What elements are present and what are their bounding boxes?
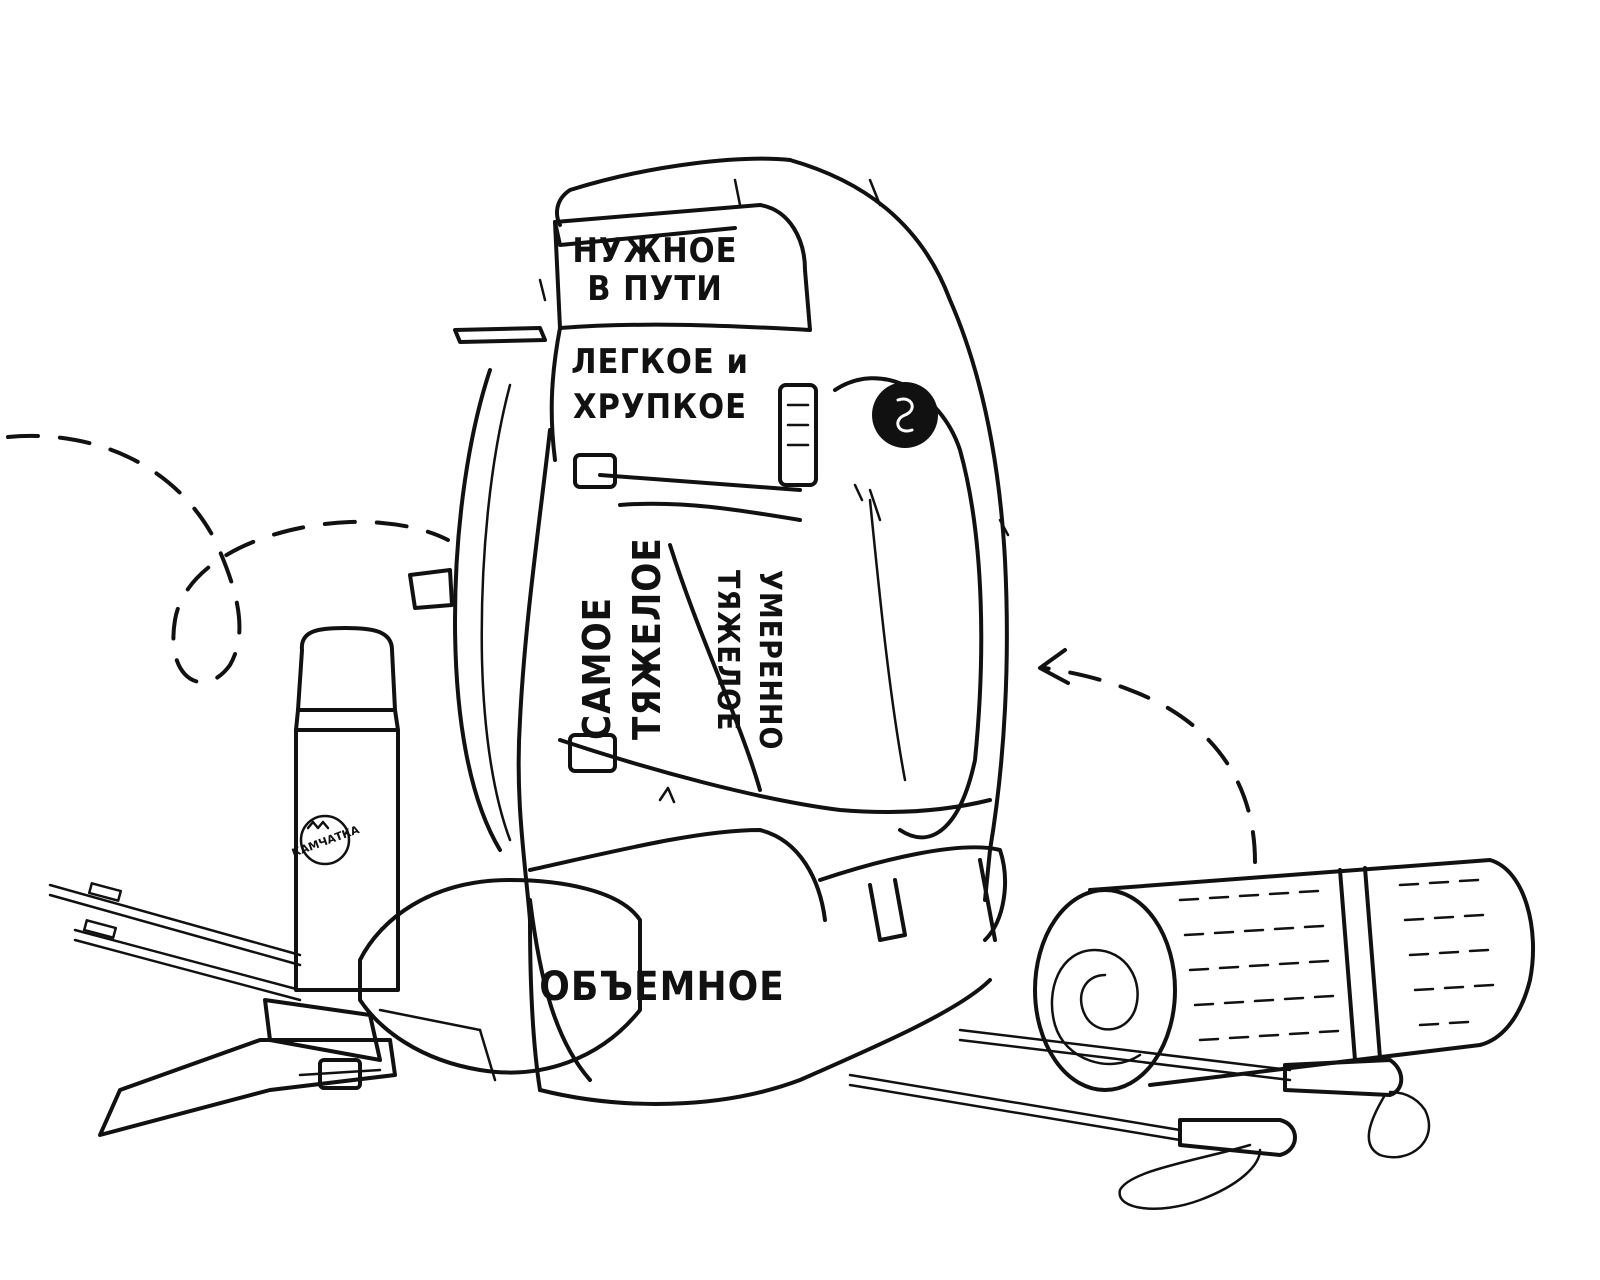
zone-top-line1: НУЖНОЕ bbox=[572, 231, 737, 271]
zone-heaviest-line1: САМОЕ bbox=[575, 597, 619, 740]
backpack bbox=[358, 156, 1010, 1106]
zone-upper-line2: ХРУПКОЕ bbox=[573, 387, 747, 427]
trekking-poles-left bbox=[48, 882, 302, 1002]
zone-top-line2: В ПУТИ bbox=[587, 269, 723, 309]
zone-upper-line1: ЛЕГКОЕ и bbox=[571, 342, 749, 382]
dashed-arrow-left bbox=[6, 433, 450, 685]
zone-moderate-line2: ТЯЖЕЛОЕ bbox=[710, 570, 745, 731]
zone-bottom-label: ОБЪЕМНОЕ bbox=[539, 964, 785, 1010]
dashed-arrow-right bbox=[1038, 648, 1257, 864]
trekking-poles-right bbox=[848, 1028, 1431, 1210]
thermos: КАМЧАТКА bbox=[290, 626, 400, 992]
zone-labels: НУЖНОЕ В ПУТИ ЛЕГКОЕ и ХРУПКОЕ САМОЕ ТЯЖ… bbox=[539, 231, 787, 1010]
zone-heaviest-line2: ТЯЖЕЛОЕ bbox=[625, 537, 669, 740]
zone-moderate-line1: УМЕРЕННО bbox=[752, 570, 787, 750]
hip-belt-strap bbox=[98, 998, 397, 1137]
sleeping-mat bbox=[1033, 858, 1535, 1092]
brand-logo-icon bbox=[872, 382, 938, 448]
